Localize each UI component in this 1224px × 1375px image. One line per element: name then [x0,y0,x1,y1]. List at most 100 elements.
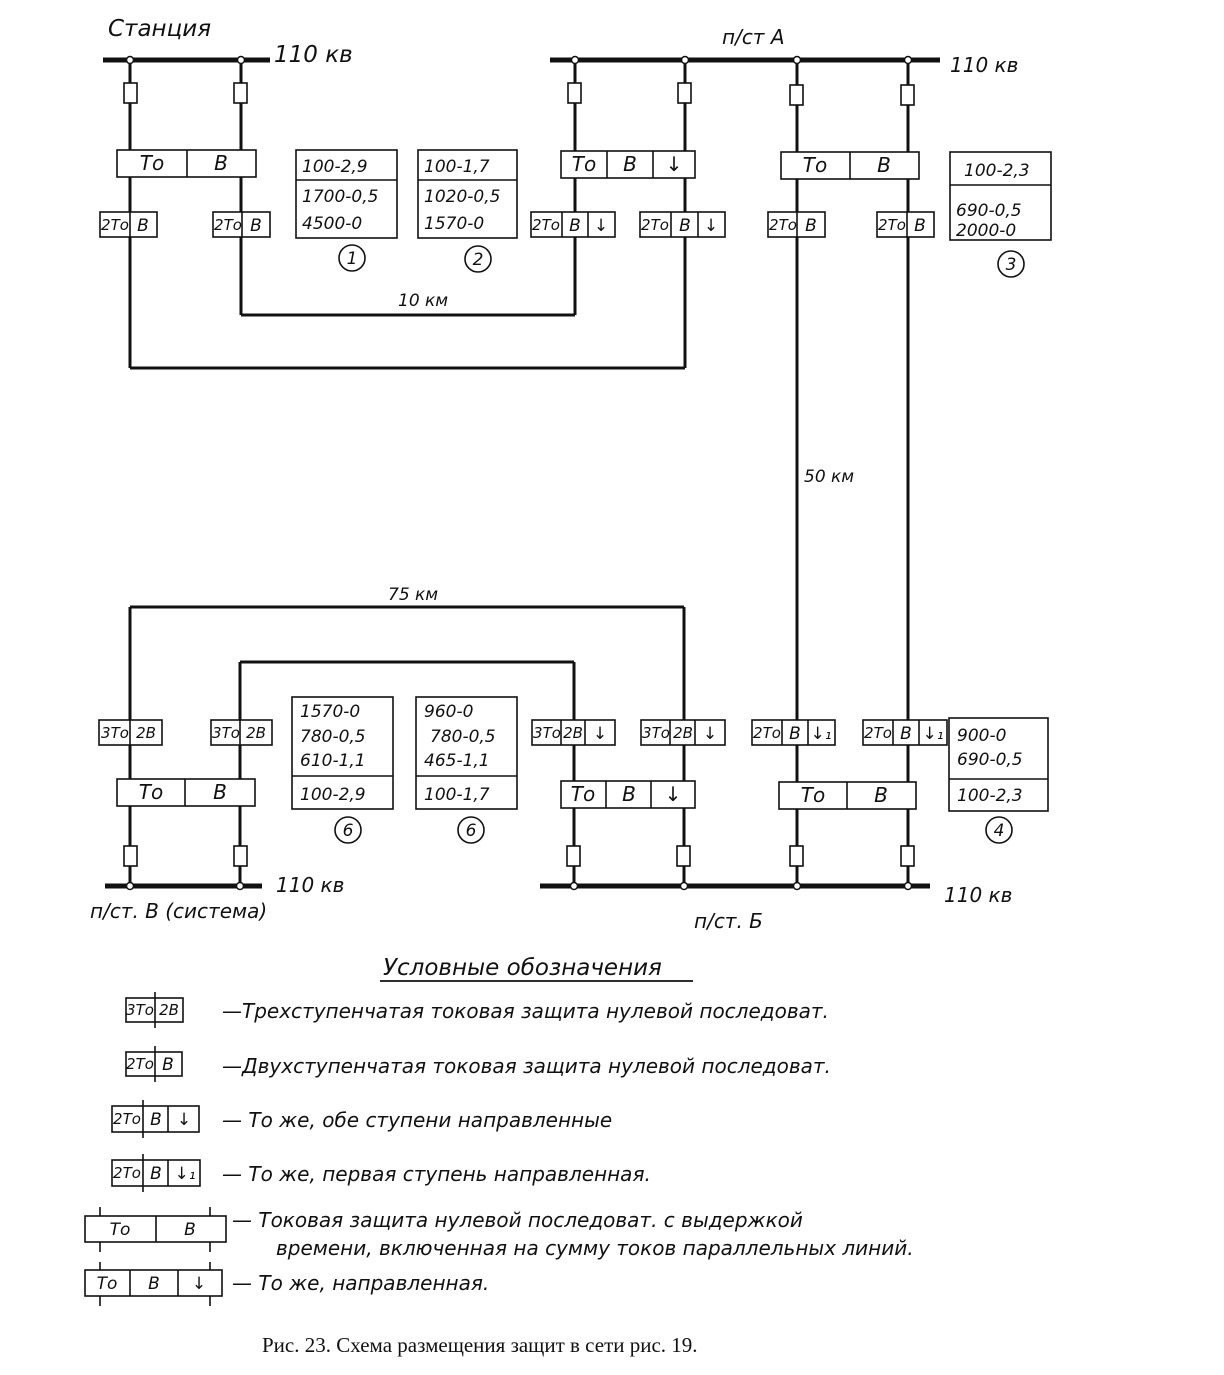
circuit-breakers [123,82,915,867]
legend-item-sum-directional: То В ↓ — То же, направленная. [84,1262,489,1306]
sum-protection-a-left: То В ↓ [560,150,696,179]
relay-a4: 2То В [876,211,935,238]
number-circle-icon [338,244,366,272]
breaker-icon [233,845,248,867]
relay-label: 3То [212,724,240,742]
relay-label: 3То [642,724,670,742]
sum-label: В [877,153,891,177]
substation-v-name: п/ст. В (система) [90,899,267,923]
sum-protection-v: То В [116,778,256,807]
legend-text: — То же, направленная. [232,1271,489,1295]
breaker-icon [676,845,691,867]
direction-arrow-icon: ↓ [665,782,682,806]
number-circle-icon [997,250,1025,278]
setting-row: 100-2,9 [302,157,368,177]
relay-b1: 3То 2В ↓ [531,719,616,746]
sum-label: В [623,152,637,176]
relay-label: В [805,216,817,236]
legend-symbol-label: В [150,1110,162,1130]
breaker-icon [677,82,692,104]
sum-label: То [803,153,827,177]
sum-protection-b-right: То В [778,781,917,810]
relay-label: 2То [101,216,129,234]
relay-a1: 2То В ↓ [530,211,616,238]
sum-protection-station: То В [116,149,257,178]
setting-row: 1570-0 [424,214,484,234]
breaker-icon [900,845,915,867]
direction-arrow-icon: ↓ [666,152,683,176]
protection-number: 3 [1006,255,1017,275]
relay-label: В [679,216,691,236]
station-voltage: 110 кв [274,42,353,68]
relay-label: В [789,724,801,744]
relay-label: 2В [563,724,583,742]
breaker-icon [789,84,804,106]
protection-number: 6 [466,821,477,841]
setting-row: 100-2,9 [300,785,366,805]
breaker-icon [123,845,138,867]
relay-label: 2То [214,216,242,234]
relay-label: 2То [753,724,781,742]
line-10km-label: 10 км [398,291,448,311]
setting-row: 690-0,5 [957,750,1023,770]
relay-a2: 2То В ↓ [639,211,726,238]
legend-title: Условные обозначения [383,955,662,981]
relay-label: В [914,216,926,236]
direction-arrow-icon: ↓ [177,1110,191,1130]
setting-row: 960-0 [424,702,473,722]
sum-label: То [572,152,596,176]
legend-text: — То же, первая ступень направленная. [222,1162,651,1186]
direction-arrow-icon: ↓ [703,724,717,744]
relay-label: 2То [532,216,560,234]
setting-row: 4500-0 [302,214,362,234]
feeder-lines [128,60,910,886]
labels: Станция 110 кв п/ст А 110 кв 110 кв п/ст… [90,16,1018,933]
legend-symbol-label: 2То [113,1164,141,1182]
setting-row: 900-0 [957,726,1006,746]
sum-label: В [213,780,227,804]
protection-number: 1 [347,249,358,269]
legend-symbol-label: 2В [159,1001,179,1019]
relay-b4: 2То В ↓₁ [862,719,948,746]
breaker-icon [233,82,248,104]
settings-table-5: 1570-0 780-0,5 610-1,1 100-2,9 6 [291,696,394,844]
relay-label: 2В [246,724,266,742]
direction-arrow-icon: ↓₁ [174,1164,195,1184]
relay-a3: 2То В [767,211,826,238]
legend-item-two-step: 2То В —Двухступенчатая токовая защита ну… [125,1046,831,1082]
relay-label: В [250,216,262,236]
setting-row: 100-2,3 [957,786,1023,806]
setting-row: 465-1,1 [424,751,490,771]
direction-arrow-icon: ↓ [704,216,718,236]
relay-label: В [900,724,912,744]
relay-label: 2То [641,216,669,234]
relay-label: 2То [878,216,906,234]
legend-item-three-step: 3То 2В —Трехступенчатая токовая защита н… [125,992,829,1028]
line-75km-label: 75 км [388,585,438,605]
setting-row: 1700-0,5 [302,187,378,207]
legend-symbol-label: В [162,1055,174,1075]
sum-label: То [801,783,825,807]
setting-row: 100-2,3 [964,161,1030,181]
sum-protection-a-right: То В [780,151,920,180]
legend-text: — То же, обе ступени направленные [222,1108,612,1132]
relay-label: 2В [136,724,156,742]
station-name: Станция [108,16,211,42]
line-50km-label: 50 км [804,467,854,487]
setting-row: 100-1,7 [424,785,490,805]
legend: Условные обозначения 3То 2В —Трехступенч… [84,955,914,1306]
substation-v-voltage: 110 кв [276,873,344,897]
breaker-icon [900,84,915,106]
protection-number: 2 [473,250,484,270]
protection-number: 6 [343,821,354,841]
legend-item-first-directional: 2То В ↓₁ — То же, первая ступень направл… [111,1154,651,1192]
direction-arrow-icon: ↓₁ [810,724,831,744]
protection-number: 4 [994,821,1005,841]
legend-symbol-label: То [97,1274,118,1294]
settings-table-3: 100-2,3 690-0,5 2000-0 3 [949,151,1052,278]
breaker-icon [566,845,581,867]
transmission-lines [130,313,685,664]
number-circle-icon [334,816,362,844]
setting-row: 1570-0 [300,702,360,722]
substation-b-name: п/ст. Б [694,909,763,933]
